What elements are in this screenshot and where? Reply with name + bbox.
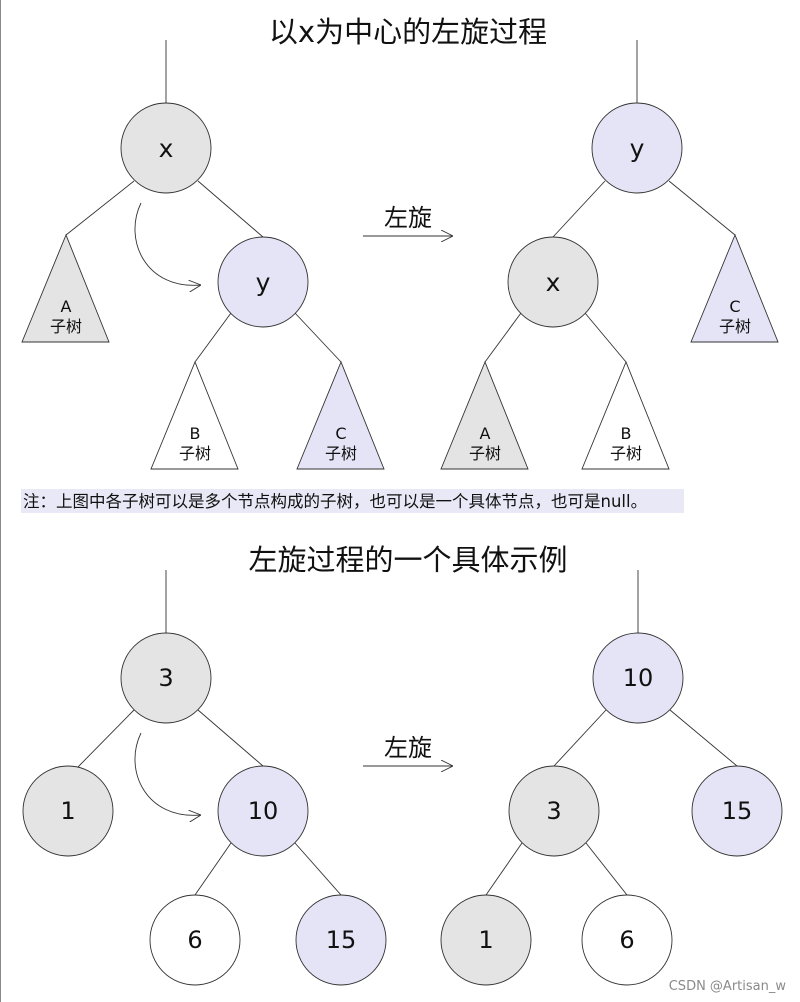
s2-before-3-label: 3 (158, 664, 173, 692)
s2-after-10-label: 10 (623, 664, 654, 692)
s1-after-b-sublabel: 子树 (610, 444, 642, 463)
s1-after-y-to-c-edge (668, 180, 736, 236)
s2-before-node-10: 10 (217, 765, 309, 857)
s2-before-node-3: 3 (120, 632, 212, 724)
s2-before-3-circle (120, 632, 212, 724)
s2-3-to-6-after-edge (585, 842, 628, 896)
s1-before-node-y: y (217, 236, 309, 328)
s2-before-node-6: 6 (149, 894, 241, 986)
s1-after-c-triangle (690, 233, 779, 343)
s1-after-a-sublabel: 子树 (469, 444, 501, 463)
s2-before-15-circle (295, 894, 387, 986)
s1-before-subtree-c: C 子树 (296, 360, 385, 470)
s1-arrow-label: 左旋 (384, 204, 432, 232)
s2-after-1-circle (440, 894, 532, 986)
s2-before-edges (75, 570, 342, 896)
s2-10-to-15-after-edge (669, 709, 738, 767)
s1-y-to-c-edge (294, 312, 342, 363)
s2-before-1-circle (22, 765, 114, 857)
s2-3-to-1-after-edge (485, 842, 523, 896)
s1-x-to-a-edge (65, 180, 135, 236)
s1-after-c-sublabel: 子树 (719, 317, 751, 336)
s2-10-to-3-edge (553, 709, 607, 767)
s1-y-to-b-edge (194, 312, 232, 363)
s1-before-c-sublabel: 子树 (325, 444, 357, 463)
s2-rotate-arrow: 左旋 (363, 734, 453, 766)
s2-after-10-circle (592, 632, 684, 724)
s2-after-3-circle (508, 765, 600, 857)
s2-after-node-3: 3 (508, 765, 600, 857)
s1-after-node-y: y (591, 102, 683, 194)
s2-3-to-10-edge (197, 709, 264, 767)
s2-before-6-label: 6 (187, 926, 202, 954)
s1-after-a-triangle (440, 360, 529, 470)
s1-after-b-label: B (621, 424, 632, 443)
s1-after-subtree-b: B 子树 (581, 360, 670, 470)
s1-after-subtree-a: A 子树 (440, 360, 529, 470)
s1-after-a-label: A (480, 424, 491, 443)
s1-after-b-triangle (581, 360, 670, 470)
s1-before-c-label: C (335, 424, 346, 443)
s2-after-node-1: 1 (440, 894, 532, 986)
s1-after-y-to-x-edge (552, 180, 606, 238)
s1-after-x-to-a-edge (484, 312, 522, 363)
s1-before-b-label: B (190, 424, 201, 443)
s1-before-subtree-a: A 子树 (21, 233, 110, 343)
s2-before-node-15: 15 (295, 894, 387, 986)
s2-after-node-15: 15 (691, 765, 783, 857)
s2-before-1-label: 1 (60, 797, 75, 825)
s1-before-a-label: A (61, 297, 72, 316)
s1-after-y-label: y (630, 134, 645, 163)
s2-after-node-6: 6 (581, 894, 673, 986)
s1-before-x-circle (120, 102, 212, 194)
s2-after-15-circle (691, 765, 783, 857)
s2-before-15-label: 15 (326, 926, 357, 954)
note-highlight (21, 489, 684, 513)
s1-before-b-triangle (150, 360, 239, 470)
s1-before-a-triangle (21, 233, 110, 343)
s1-before-b-sublabel: 子树 (179, 444, 211, 463)
s1-before-y-circle (217, 236, 309, 328)
s2-after-1-label: 1 (478, 926, 493, 954)
s2-after-6-circle (581, 894, 673, 986)
s1-after-x-label: x (546, 268, 561, 297)
s2-arrow-label: 左旋 (384, 734, 432, 762)
s1-before-subtree-b: B 子树 (150, 360, 239, 470)
s2-10-to-15-edge (294, 842, 342, 896)
s2-before-6-circle (149, 894, 241, 986)
s1-after-c-label: C (729, 297, 740, 316)
s2-before-10-label: 10 (248, 797, 279, 825)
s2-before-node-1: 1 (22, 765, 114, 857)
s1-before-node-x: x (120, 102, 212, 194)
s1-after-y-circle (591, 102, 683, 194)
s2-after-edges (485, 570, 738, 896)
s2-10-to-6-edge (194, 842, 232, 896)
s1-after-edges (484, 40, 736, 363)
s1-before-c-triangle (296, 360, 385, 470)
s2-after-15-label: 15 (722, 797, 753, 825)
section2-title: 左旋过程的一个具体示例 (248, 543, 567, 577)
s1-after-x-to-b-edge (584, 312, 627, 363)
s1-before-a-sublabel: 子树 (50, 317, 82, 336)
s2-before-10-circle (217, 765, 309, 857)
s2-3-to-1-edge (75, 709, 135, 770)
s1-after-x-circle (507, 236, 599, 328)
s2-after-3-label: 3 (546, 797, 561, 825)
s2-after-6-label: 6 (619, 926, 634, 954)
section1-title: 以x为中心的左旋过程 (269, 15, 547, 49)
s1-rotate-arrow: 左旋 (363, 204, 453, 236)
s1-after-node-x: x (507, 236, 599, 328)
s1-before-y-label: y (256, 268, 271, 297)
note-text: 注：上图中各子树可以是多个节点构成的子树，也可以是一个具体节点，也可是null。 (23, 492, 647, 511)
s1-x-to-y-edge (197, 180, 264, 238)
s1-before-edges (65, 40, 342, 363)
s1-after-subtree-c: C 子树 (690, 233, 779, 343)
watermark: CSDN @Artisan_w (669, 979, 787, 994)
s2-after-node-10: 10 (592, 632, 684, 724)
s1-before-x-label: x (159, 134, 174, 163)
s2-rotation-curve-arrow (134, 732, 201, 815)
s1-rotation-curve-arrow (134, 202, 201, 285)
